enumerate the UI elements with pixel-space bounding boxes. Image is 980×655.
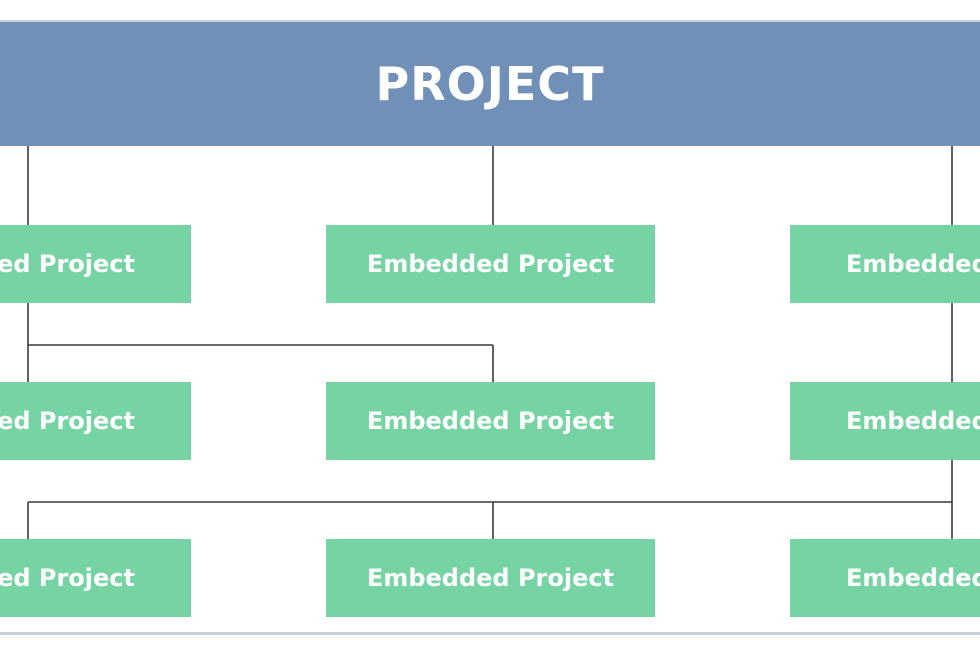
embedded-project-node: Embedded Project <box>0 225 191 303</box>
embedded-project-node: Embedded Project <box>790 382 980 460</box>
node-label: Embedded Project <box>846 250 980 278</box>
node-label: Embedded Project <box>0 250 135 278</box>
embedded-project-node: Embedded Project <box>790 225 980 303</box>
node-label: Embedded Project <box>0 564 135 592</box>
node-label: Embedded Project <box>366 564 615 592</box>
bottom-divider <box>0 632 980 635</box>
node-label: Embedded Project <box>0 407 135 435</box>
embedded-project-node: Embedded Project <box>0 382 191 460</box>
embedded-project-node: Embedded Project <box>326 382 655 460</box>
embedded-project-node: Embedded Project <box>790 539 980 617</box>
node-label: Embedded Project <box>366 250 615 278</box>
root-project-title: PROJECT <box>375 57 605 111</box>
embedded-project-node: Embedded Project <box>326 539 655 617</box>
embedded-project-node: Embedded Project <box>326 225 655 303</box>
node-label: Embedded Project <box>846 564 980 592</box>
node-label: Embedded Project <box>366 407 615 435</box>
node-label: Embedded Project <box>846 407 980 435</box>
root-project-box: PROJECT <box>0 20 980 146</box>
embedded-project-node: Embedded Project <box>0 539 191 617</box>
